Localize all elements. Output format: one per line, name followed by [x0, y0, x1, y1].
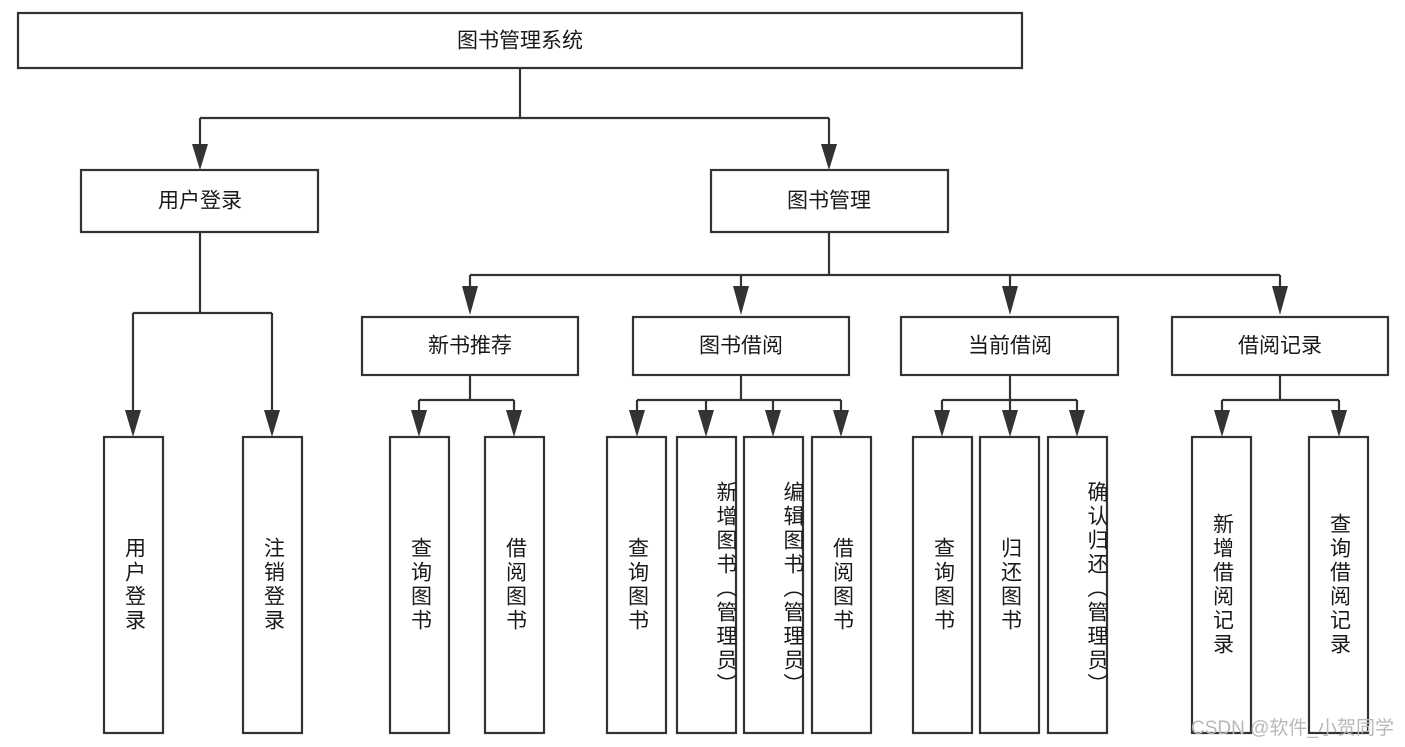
node-book-management-box[interactable]: [709, 168, 950, 234]
node-book-borrow-label: 图书借阅: [699, 335, 783, 358]
arrow-head-leaf-borrow-book-2: [833, 410, 849, 437]
arrow-head-leaf-logout-login: [264, 410, 280, 437]
node-root[interactable]: 图书管理系统: [16, 11, 1024, 70]
arrow-head-leaf-user-login: [125, 410, 141, 437]
node-borrow-record-box[interactable]: [1170, 315, 1390, 377]
arrow-head-current-borrow: [1002, 286, 1018, 315]
connector-group-borrow-record: [1214, 375, 1347, 437]
node-new-book-recommend-box[interactable]: [360, 315, 580, 377]
arrow-head-leaf-return-book: [1002, 410, 1018, 437]
node-borrow-record[interactable]: 借阅记录: [1170, 315, 1390, 377]
arrow-head-user-login: [192, 144, 208, 170]
node-book-management[interactable]: 图书管理: [709, 168, 950, 234]
arrow-head-leaf-borrow-book-1: [506, 410, 522, 437]
arrow-head-leaf-query-record: [1331, 410, 1347, 437]
node-current-borrow-label: 当前借阅: [968, 335, 1052, 358]
leaf-box-user-login[interactable]: [102, 435, 165, 735]
node-current-borrow[interactable]: 当前借阅: [899, 315, 1120, 377]
node-book-borrow-box[interactable]: [631, 315, 851, 377]
connector-group-root: [192, 68, 837, 170]
arrow-head-book-management: [821, 144, 837, 170]
arrow-head-leaf-query-book-1: [411, 410, 427, 437]
leaf-box-confirm-return[interactable]: [1046, 435, 1109, 735]
connector-group-book-borrow: [629, 375, 849, 437]
leaf-box-query-book-1[interactable]: [388, 435, 451, 735]
node-book-borrow[interactable]: 图书借阅: [631, 315, 851, 377]
leaf-box-borrow-book-1[interactable]: [483, 435, 546, 735]
node-new-book-recommend-label: 新书推荐: [428, 335, 512, 358]
node-user-login-box[interactable]: [79, 168, 320, 234]
node-root-box[interactable]: [16, 11, 1024, 70]
leaf-box-add-book[interactable]: [675, 435, 738, 735]
node-user-login-label: 用户登录: [158, 190, 242, 213]
connector-group-new-book-recommend: [411, 375, 522, 437]
connector-group-user-login: [125, 232, 280, 437]
arrow-head-leaf-query-book-2: [629, 410, 645, 437]
arrow-head-book-borrow: [733, 286, 749, 315]
leaf-box-query-book-3[interactable]: [911, 435, 974, 735]
leaf-box-add-record[interactable]: [1190, 435, 1253, 735]
arrow-head-leaf-add-book: [698, 410, 714, 437]
node-user-login[interactable]: 用户登录: [79, 168, 320, 234]
node-new-book-recommend[interactable]: 新书推荐: [360, 315, 580, 377]
leaf-box-edit-book[interactable]: [742, 435, 805, 735]
connector-group-current-borrow: [934, 375, 1085, 437]
node-root-label: 图书管理系统: [457, 30, 583, 53]
arrow-head-new-book-recommend: [462, 286, 478, 315]
node-borrow-record-label: 借阅记录: [1238, 335, 1322, 358]
arrow-head-leaf-confirm-return: [1069, 410, 1085, 437]
node-current-borrow-box[interactable]: [899, 315, 1120, 377]
arrow-head-leaf-query-book-3: [934, 410, 950, 437]
arrow-head-leaf-add-record: [1214, 410, 1230, 437]
arrow-head-leaf-edit-book: [765, 410, 781, 437]
leaf-boxes: [102, 435, 1370, 735]
leaf-box-borrow-book-2[interactable]: [810, 435, 873, 735]
node-book-management-label: 图书管理: [787, 190, 871, 213]
connector-group-book-management: [462, 232, 1288, 315]
leaf-box-logout-login[interactable]: [241, 435, 304, 735]
arrow-head-borrow-record: [1272, 286, 1288, 315]
leaf-box-query-record[interactable]: [1307, 435, 1370, 735]
leaf-box-query-book-2[interactable]: [605, 435, 668, 735]
csdn-watermark: CSDN @软件_小贺同学: [1191, 718, 1394, 739]
leaf-box-return-book[interactable]: [978, 435, 1041, 735]
